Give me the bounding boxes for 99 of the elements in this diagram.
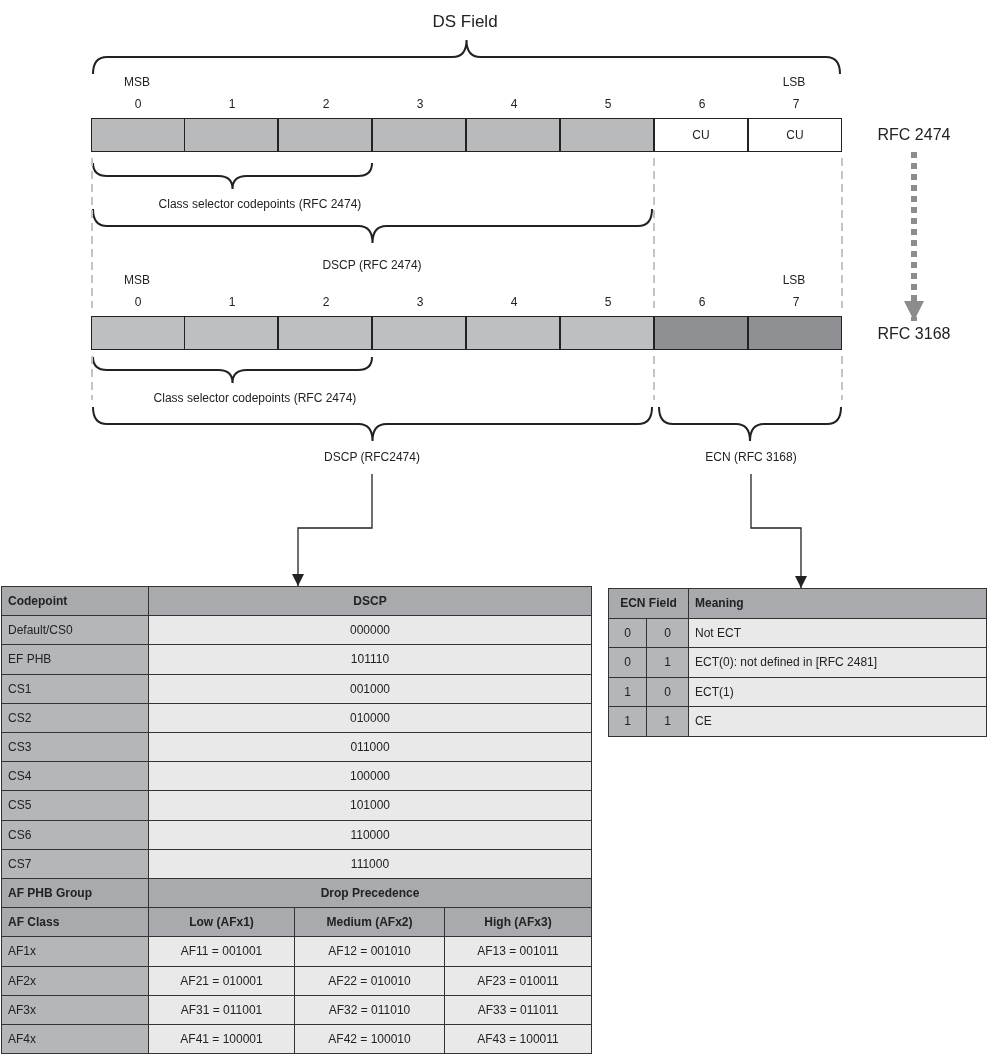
bit-cell: CU xyxy=(654,118,748,152)
table-header-cell: AF Class xyxy=(1,907,149,938)
bit-cell: CU xyxy=(748,118,842,152)
table-cell: EF PHB xyxy=(1,644,149,675)
table-cell: AF41 = 100001 xyxy=(148,1024,295,1055)
table-cell: AF2x xyxy=(1,965,149,996)
table-header-cell: ECN Field xyxy=(608,588,689,619)
table-cell: ECT(0): not defined in [RFC 2481] xyxy=(688,647,987,678)
table-cell: 1 xyxy=(646,706,689,737)
bit-number: 3 xyxy=(416,295,424,309)
table-header-cell: Low (AFx1) xyxy=(148,907,295,938)
table-cell: 001000 xyxy=(148,673,592,704)
table-cell: Default/CS0 xyxy=(1,615,149,646)
field-label: RFC 2474 xyxy=(868,126,960,148)
table-cell: AF4x xyxy=(1,1024,149,1055)
table-header-cell: High (AFx3) xyxy=(444,907,592,938)
table-header-cell: Medium (AFx2) xyxy=(294,907,445,938)
field-label: ECN (RFC 3168) xyxy=(691,450,811,468)
table-header-cell: Meaning xyxy=(688,588,987,619)
bit-number: 6 xyxy=(698,97,706,111)
bit-cell xyxy=(654,316,748,350)
bit-number: 0 xyxy=(134,295,142,309)
bit-cell xyxy=(466,316,560,350)
table-header-cell: Drop Precedence xyxy=(148,878,592,909)
bit-order-label: LSB xyxy=(782,273,806,287)
bit-cell xyxy=(372,118,466,152)
table-cell: AF11 = 001001 xyxy=(148,936,295,967)
table-cell: AF33 = 011011 xyxy=(444,994,592,1025)
brace-label: Class selector codepoints (RFC 2474) xyxy=(158,197,362,211)
bit-cell xyxy=(184,118,278,152)
table-cell: 011000 xyxy=(148,732,592,763)
brace-label: Class selector codepoints (RFC 2474) xyxy=(153,391,357,405)
table-cell: 101000 xyxy=(148,790,592,821)
table-cell: AF1x xyxy=(1,936,149,967)
bit-cell xyxy=(278,118,372,152)
bit-number: 1 xyxy=(228,295,236,309)
bit-number: 7 xyxy=(792,97,800,111)
bit-number: 4 xyxy=(510,97,518,111)
bit-number: 5 xyxy=(604,97,612,111)
bit-number: 2 xyxy=(322,295,330,309)
arrow xyxy=(292,473,373,587)
table-cell: AF42 = 100010 xyxy=(294,1024,445,1055)
table-cell: CE xyxy=(688,706,987,737)
table-cell: AF43 = 100011 xyxy=(444,1024,592,1055)
bit-cell xyxy=(466,118,560,152)
table-cell: AF32 = 011010 xyxy=(294,994,445,1025)
table-header-cell: DSCP xyxy=(148,586,592,617)
table-cell: CS2 xyxy=(1,702,149,733)
data-table xyxy=(608,588,986,736)
bit-number: 6 xyxy=(698,295,706,309)
bit-number: 1 xyxy=(228,97,236,111)
bit-order-label: MSB xyxy=(124,75,150,89)
table-header-cell: Codepoint xyxy=(1,586,149,617)
field-label: RFC 3168 xyxy=(868,325,960,347)
table-cell: 000000 xyxy=(148,615,592,646)
bit-cell xyxy=(560,316,654,350)
table-cell: AF22 = 010010 xyxy=(294,965,445,996)
bit-cell xyxy=(748,316,842,350)
table-cell: 1 xyxy=(646,647,689,678)
bit-cell xyxy=(560,118,654,152)
table-cell: 100000 xyxy=(148,761,592,792)
table-cell: CS4 xyxy=(1,761,149,792)
table-cell: CS3 xyxy=(1,732,149,763)
arrow xyxy=(904,152,924,321)
table-cell: AF13 = 001011 xyxy=(444,936,592,967)
bit-cell xyxy=(91,316,185,350)
table-cell: CS7 xyxy=(1,848,149,879)
table-cell: 010000 xyxy=(148,702,592,733)
bit-order-label: LSB xyxy=(782,75,806,89)
arrow xyxy=(750,473,807,589)
table-cell: AF21 = 010001 xyxy=(148,965,295,996)
field-label: DSCP (RFC2474) xyxy=(312,450,432,468)
bit-number: 2 xyxy=(322,97,330,111)
table-cell: CS1 xyxy=(1,673,149,704)
field-title: DS Field xyxy=(432,12,498,32)
bit-cell xyxy=(91,118,185,152)
bit-number: 5 xyxy=(604,295,612,309)
table-cell: 101110 xyxy=(148,644,592,675)
table-cell: CS5 xyxy=(1,790,149,821)
data-table xyxy=(1,586,591,1054)
table-cell: AF23 = 010011 xyxy=(444,965,592,996)
table-cell: 1 xyxy=(608,706,647,737)
bit-cell xyxy=(372,316,466,350)
table-cell: AF3x xyxy=(1,994,149,1025)
bit-number: 0 xyxy=(134,97,142,111)
table-cell: 110000 xyxy=(148,819,592,850)
table-cell: 0 xyxy=(608,647,647,678)
bit-cell xyxy=(184,316,278,350)
bit-number: 3 xyxy=(416,97,424,111)
table-cell: AF31 = 011001 xyxy=(148,994,295,1025)
table-header-cell: AF PHB Group xyxy=(1,878,149,909)
table-cell: 111000 xyxy=(148,848,592,879)
bit-number: 4 xyxy=(510,295,518,309)
bit-cell xyxy=(278,316,372,350)
bit-number: 7 xyxy=(792,295,800,309)
bit-order-label: MSB xyxy=(124,273,150,287)
table-cell: AF12 = 001010 xyxy=(294,936,445,967)
table-cell: CS6 xyxy=(1,819,149,850)
brace-label: DSCP (RFC 2474) xyxy=(322,258,422,272)
